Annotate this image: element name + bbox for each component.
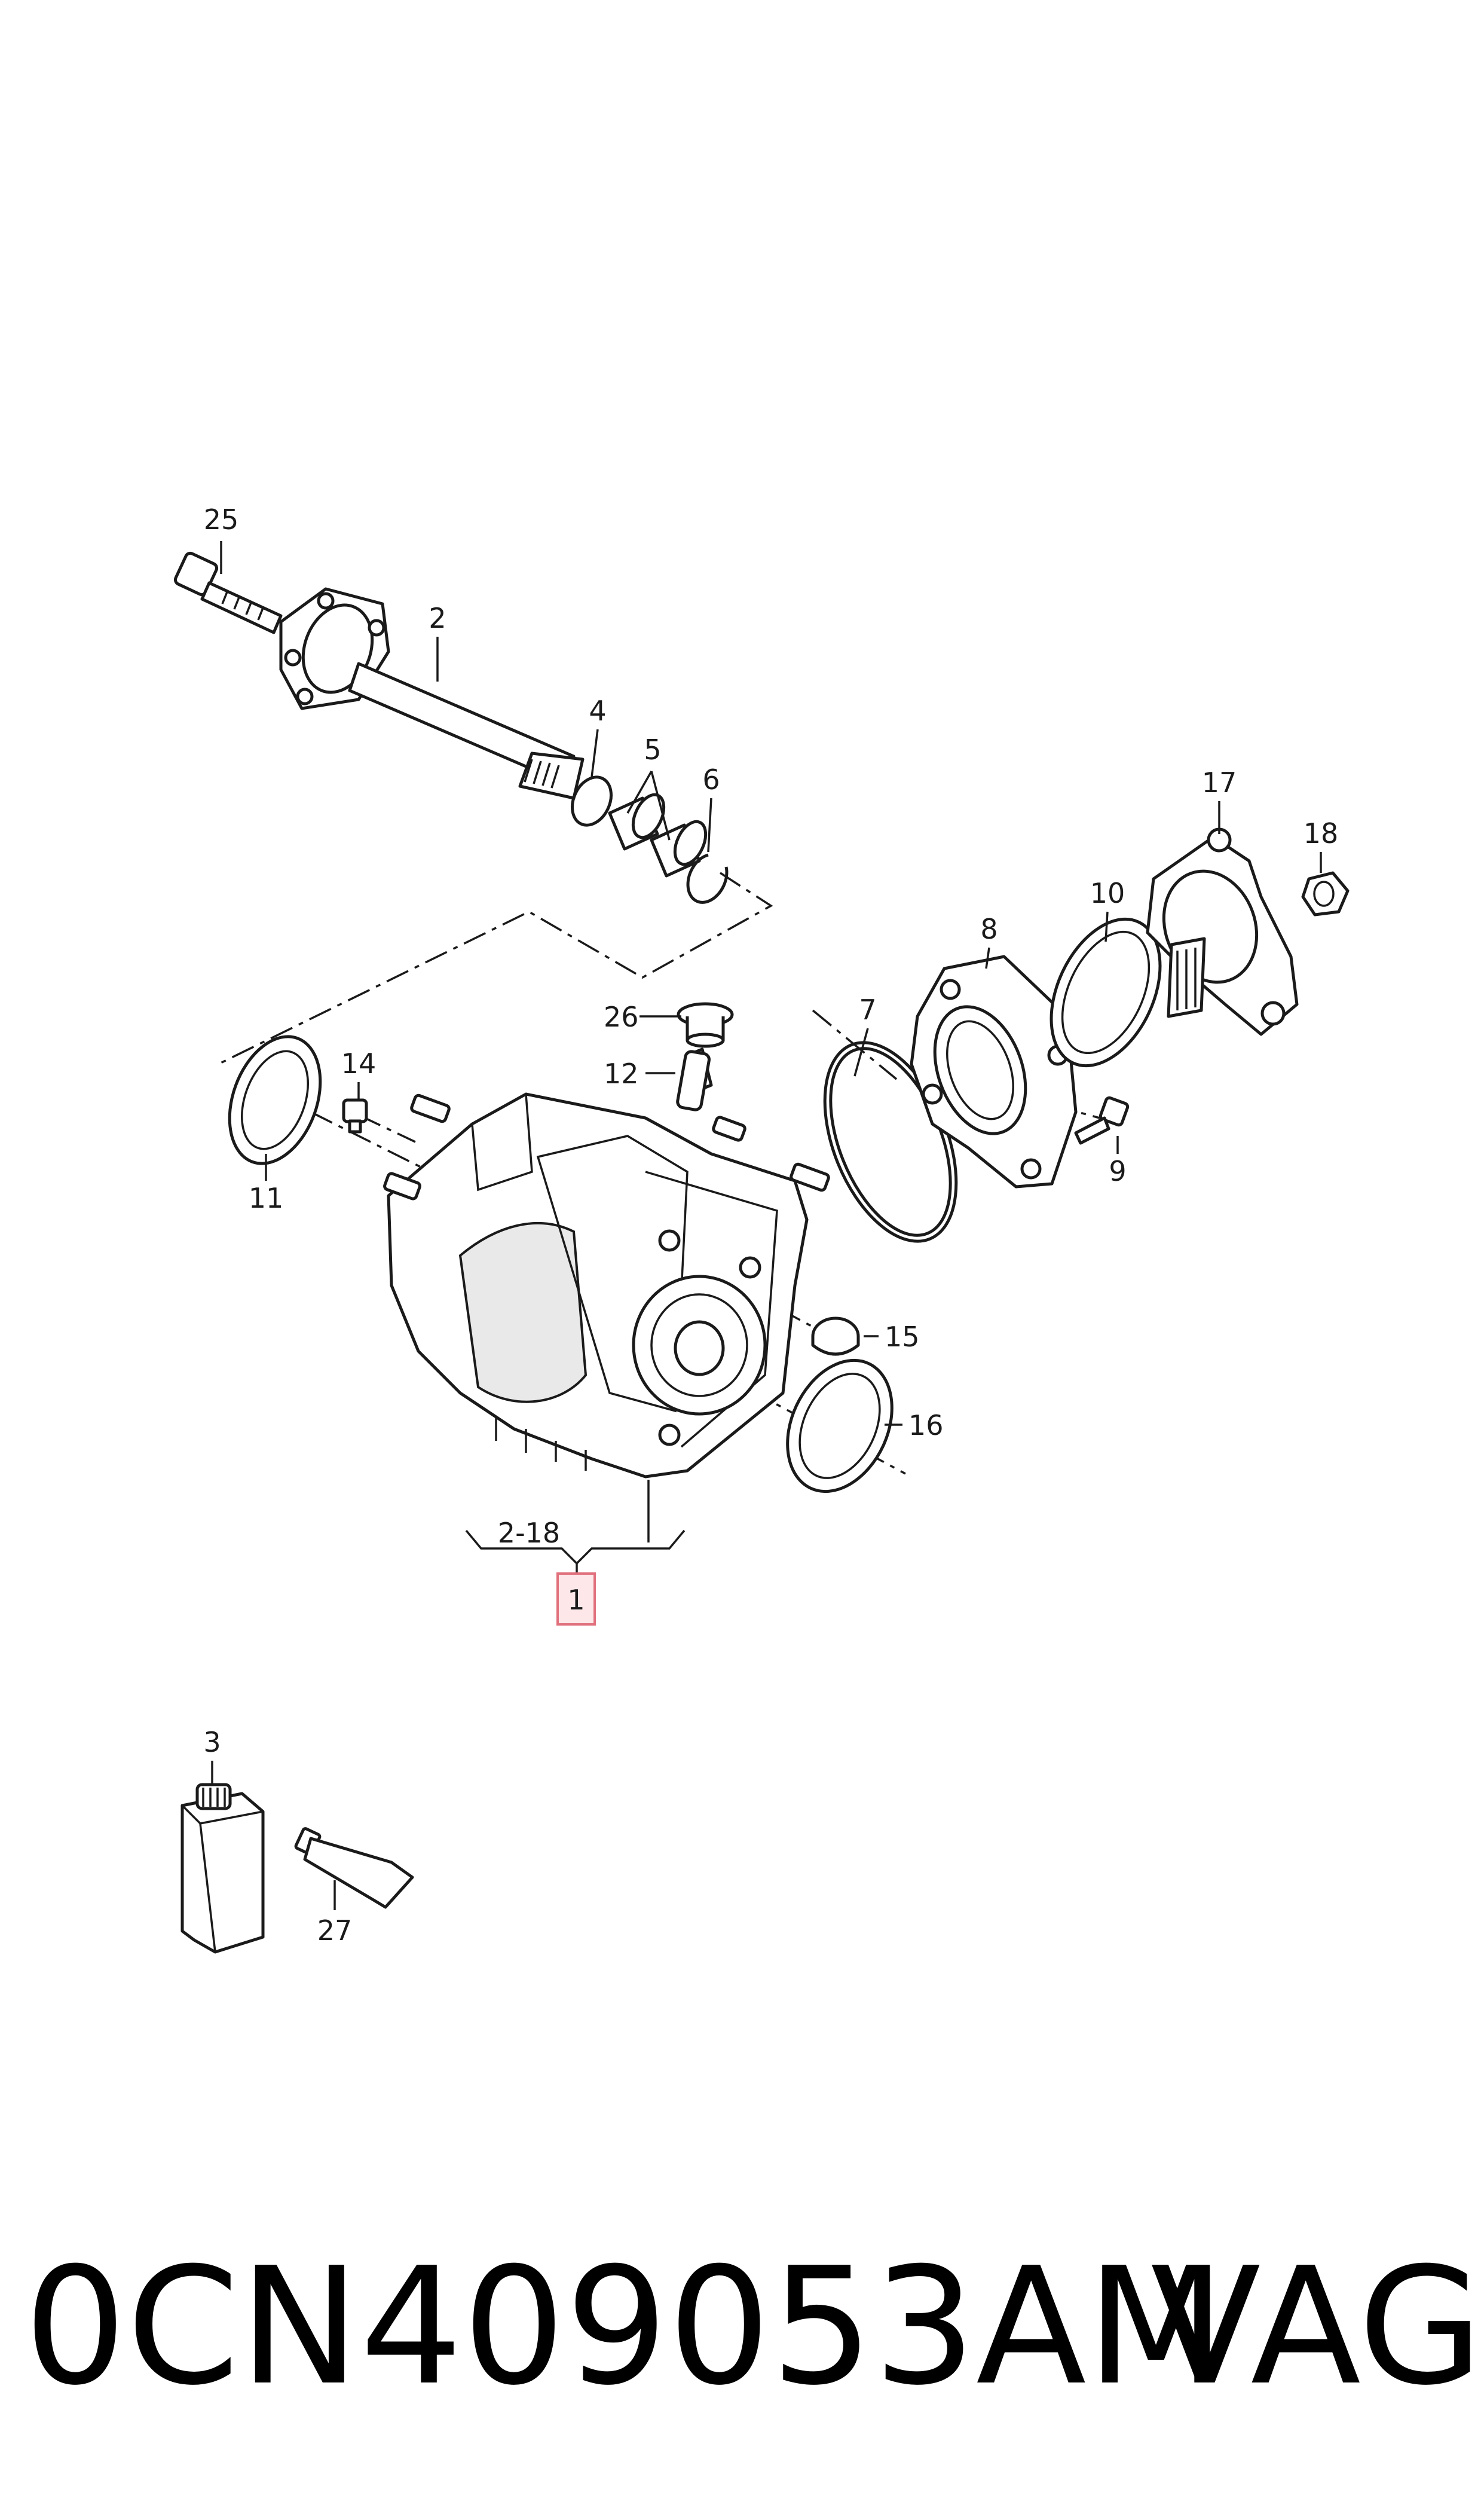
callout-7: 7	[859, 994, 876, 1026]
needle-bearings-5	[608, 793, 708, 878]
circlip-6	[686, 853, 729, 904]
callout-14: 14	[341, 1047, 377, 1080]
callout-3: 3	[203, 1726, 221, 1758]
seal-11	[228, 1035, 322, 1165]
callout-1-highlight[interactable]: 1	[556, 1572, 596, 1626]
assembly-line-upper	[218, 872, 773, 1065]
bolt-25	[173, 551, 283, 634]
callout-17: 17	[1202, 766, 1237, 799]
bolt-9	[1074, 1096, 1130, 1145]
cap-26	[677, 1002, 734, 1048]
callout-1: 1	[567, 1584, 585, 1616]
callout-8: 8	[980, 913, 998, 945]
callout-12: 12	[604, 1058, 639, 1090]
callout-range: 2-18	[498, 1517, 560, 1549]
drive-shaft-assembly	[173, 551, 729, 904]
callout-4: 4	[589, 695, 606, 727]
part-number: 0CN409053AM	[24, 2232, 1226, 2421]
callout-25: 25	[204, 503, 239, 536]
callout-27: 27	[317, 1914, 353, 1947]
gearbox-housing	[383, 1092, 830, 1479]
callout-2: 2	[429, 602, 446, 634]
callout-16: 16	[908, 1409, 944, 1441]
grease-tube-27	[294, 1827, 414, 1909]
cover-8	[910, 955, 1078, 1189]
flange-17	[1146, 827, 1299, 1036]
callout-18: 18	[1304, 817, 1339, 850]
callout-11: 11	[249, 1182, 284, 1214]
cap-15	[811, 1316, 860, 1356]
sleeve-12	[676, 1047, 713, 1111]
seal-10	[1049, 917, 1162, 1068]
callout-9: 9	[1109, 1155, 1126, 1187]
callout-6: 6	[702, 763, 720, 796]
nut-18	[1301, 871, 1350, 917]
seal-16	[786, 1358, 894, 1493]
plug-14	[342, 1098, 368, 1134]
callout-10: 10	[1090, 877, 1125, 909]
callout-26: 26	[604, 1001, 639, 1033]
oil-bottle-3	[180, 1783, 265, 1954]
callout-15: 15	[885, 1321, 920, 1353]
circlip-4	[571, 775, 613, 827]
callout-5: 5	[644, 734, 661, 766]
brand-name: VAG	[1151, 2232, 1483, 2421]
